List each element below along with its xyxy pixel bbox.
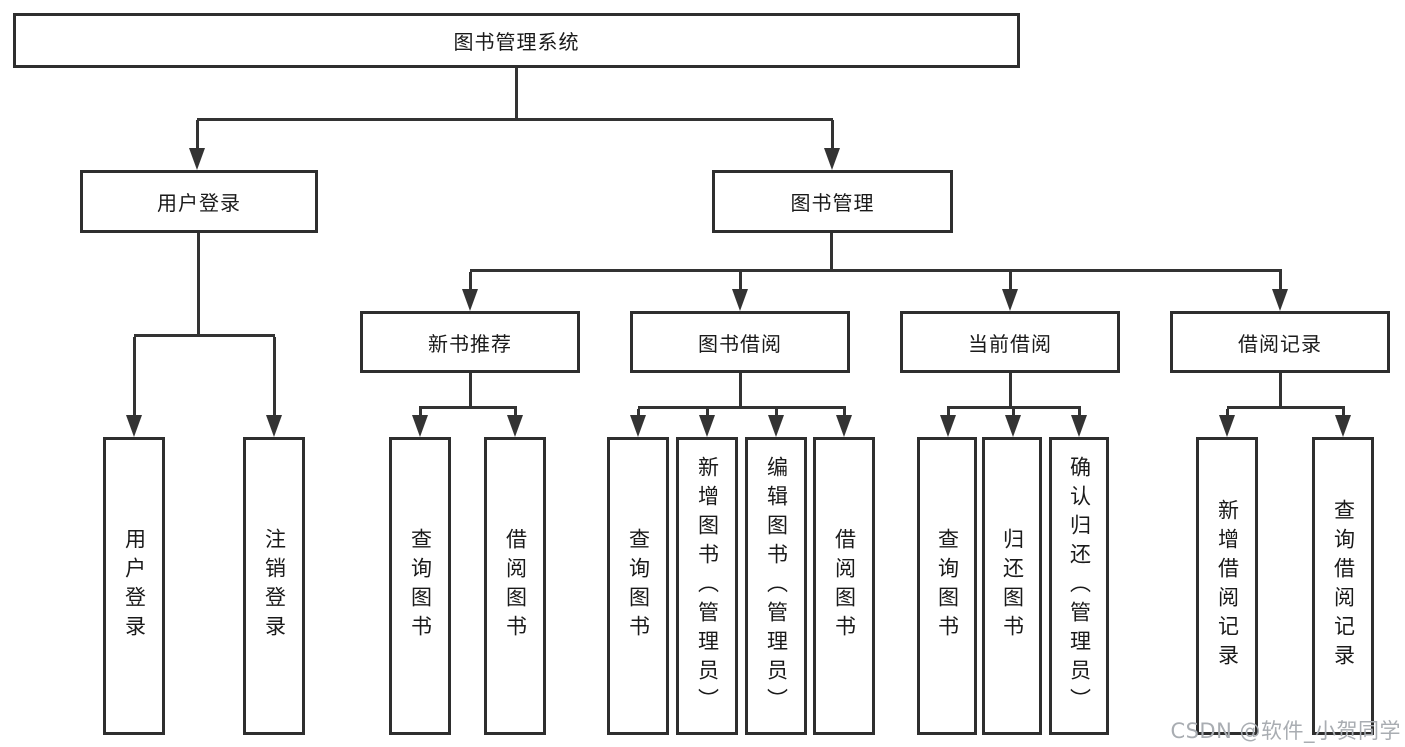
leaf-add-borrow-record: 新增借阅记录 <box>1196 437 1258 735</box>
node-user-login: 用户登录 <box>80 170 318 233</box>
connector-line <box>947 406 1081 409</box>
connector-line <box>470 269 1282 272</box>
connector-line <box>419 406 517 409</box>
arrow-down-icon <box>126 337 142 437</box>
leaf-borrow-books-borrow: 借阅图书 <box>813 437 875 735</box>
connector-line <box>469 373 472 409</box>
node-book-borrow: 图书借阅 <box>630 311 850 373</box>
connector-line <box>1279 373 1282 409</box>
arrow-down-icon <box>507 409 523 437</box>
leaf-query-books-current: 查询图书 <box>917 437 977 735</box>
arrow-down-icon <box>1335 409 1351 437</box>
leaf-query-books-borrow: 查询图书 <box>607 437 669 735</box>
arrow-down-icon <box>1002 272 1018 311</box>
connector-line <box>134 334 275 337</box>
leaf-add-book-admin: 新增图书（管理员） <box>676 437 738 735</box>
leaf-logout: 注销登录 <box>243 437 305 735</box>
leaf-query-borrow-record: 查询借阅记录 <box>1312 437 1374 735</box>
connector-line <box>1227 406 1345 409</box>
node-root: 图书管理系统 <box>13 13 1020 68</box>
arrow-down-icon <box>266 337 282 437</box>
leaf-user-login: 用户登录 <box>103 437 165 735</box>
arrow-down-icon <box>836 409 852 437</box>
leaf-edit-book-admin: 编辑图书（管理员） <box>745 437 807 735</box>
arrow-down-icon <box>1071 409 1087 437</box>
leaf-query-books-recommend: 查询图书 <box>389 437 451 735</box>
connector-line <box>1009 373 1012 409</box>
arrow-down-icon <box>630 409 646 437</box>
arrow-down-icon <box>412 409 428 437</box>
node-current-borrow: 当前借阅 <box>900 311 1120 373</box>
leaf-borrow-books-recommend: 借阅图书 <box>484 437 546 735</box>
connector-line <box>830 233 833 272</box>
arrow-down-icon <box>768 409 784 437</box>
arrow-down-icon <box>824 120 840 170</box>
arrow-down-icon <box>1272 272 1288 311</box>
node-borrow-records: 借阅记录 <box>1170 311 1390 373</box>
arrow-down-icon <box>462 272 478 311</box>
connector-line <box>197 118 833 121</box>
arrow-down-icon <box>940 409 956 437</box>
arrow-down-icon <box>1219 409 1235 437</box>
connector-line <box>739 373 742 409</box>
node-book-management: 图书管理 <box>712 170 953 233</box>
arrow-down-icon <box>732 272 748 311</box>
watermark: CSDN @软件_小贺同学 <box>1170 719 1401 743</box>
leaf-return-books: 归还图书 <box>982 437 1042 735</box>
connector-line <box>638 406 846 409</box>
node-new-book-recommend: 新书推荐 <box>360 311 580 373</box>
leaf-confirm-return-admin: 确认归还（管理员） <box>1049 437 1109 735</box>
connector-line <box>197 233 200 337</box>
arrow-down-icon <box>189 120 205 170</box>
arrow-down-icon <box>1005 409 1021 437</box>
connector-line <box>515 68 518 120</box>
arrow-down-icon <box>699 409 715 437</box>
